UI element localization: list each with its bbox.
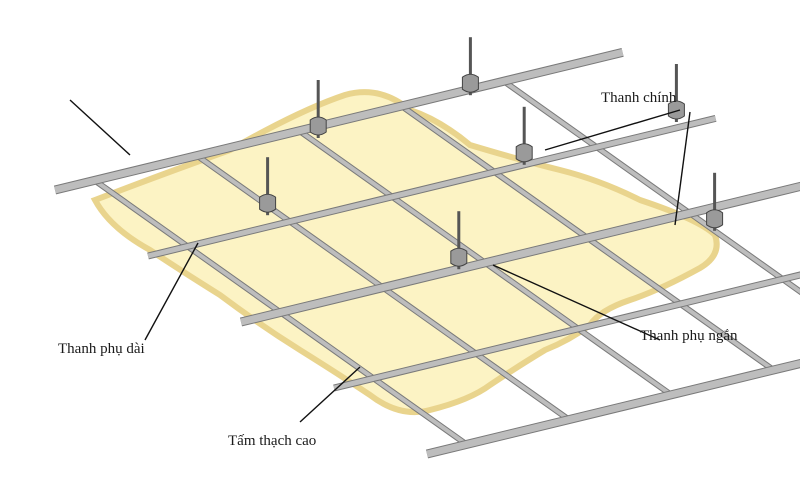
label-long-cross-tee: Thanh phụ dài bbox=[58, 341, 145, 357]
short-cross-tee-face bbox=[400, 104, 496, 174]
leader-top-left bbox=[69, 99, 131, 156]
short-cross-tee-face bbox=[298, 129, 394, 199]
short-cross-tee-face bbox=[186, 244, 282, 315]
long-cross-tee-face bbox=[333, 272, 800, 391]
short-cross-tee-face bbox=[93, 178, 189, 249]
main-runner-face bbox=[426, 359, 800, 458]
short-cross-tee-face bbox=[288, 219, 385, 290]
leader-short bbox=[492, 264, 661, 341]
short-cross-tee-face bbox=[586, 236, 682, 306]
short-cross-tee-face bbox=[595, 145, 691, 215]
short-cross-tee-face bbox=[493, 170, 589, 240]
short-cross-tee-face bbox=[781, 277, 800, 294]
hanger-clip bbox=[450, 247, 468, 267]
long-cross-tee-face bbox=[147, 115, 717, 259]
main-runner-face bbox=[54, 48, 624, 194]
leader-main-2 bbox=[674, 111, 691, 226]
label-gypsum-board: Tấm thạch cao bbox=[228, 433, 317, 449]
hanger-clip bbox=[706, 209, 724, 229]
hanger-clip bbox=[259, 193, 277, 213]
short-cross-tee-face bbox=[381, 285, 478, 356]
leader-lines bbox=[69, 99, 691, 423]
short-cross-tee-face bbox=[474, 351, 571, 422]
short-cross-tee-face bbox=[391, 195, 487, 265]
leader-long bbox=[144, 242, 199, 341]
short-cross-tee-face bbox=[688, 211, 784, 281]
label-main-runner: Thanh chính bbox=[601, 90, 677, 106]
leader-board bbox=[299, 366, 361, 423]
hanger-clip bbox=[667, 100, 685, 120]
leader-main-1 bbox=[544, 109, 681, 151]
short-cross-tee-face bbox=[372, 376, 468, 447]
hanger-clip bbox=[461, 73, 479, 93]
label-short-cross-tee: Thanh phụ ngắn bbox=[640, 328, 738, 344]
hanger-clip bbox=[309, 116, 327, 136]
hanger-rods bbox=[259, 37, 724, 270]
short-cross-tee-face bbox=[484, 261, 580, 331]
short-cross-tee-face bbox=[502, 79, 598, 149]
short-cross-tee-face bbox=[279, 310, 375, 381]
hanger-clip bbox=[515, 143, 533, 163]
short-cross-tee-face bbox=[679, 302, 775, 372]
short-cross-tee-face bbox=[577, 327, 673, 397]
